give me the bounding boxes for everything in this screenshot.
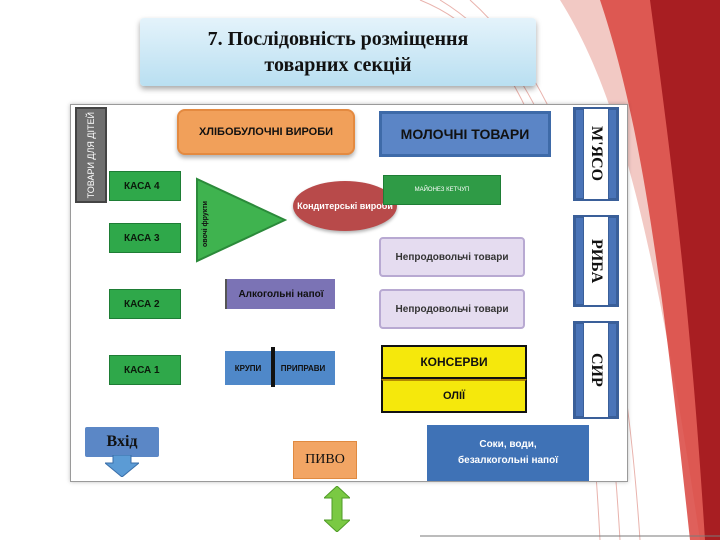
beer-section: ПИВО <box>293 441 357 479</box>
oils-section: ОЛІЇ <box>381 379 527 413</box>
title-line-2: товарних секцій <box>264 54 412 76</box>
checkout-1: КАСА 1 <box>109 355 181 385</box>
entrance-label: Вхід <box>85 427 159 457</box>
groats-label: КРУПИ <box>234 363 262 373</box>
juices-line-1: Соки, води, <box>479 439 537 450</box>
bread-section: ХЛІБОБУЛОЧНІ ВИРОБИ <box>177 109 355 155</box>
meat-label: М'ЯСО <box>583 108 609 200</box>
title-line-1: 7. Послідовність розміщення <box>207 28 469 50</box>
nonfood-section-1: Непродовольчі товари <box>379 237 525 277</box>
checkout-4: КАСА 4 <box>109 171 181 201</box>
cheese-label: СИР <box>583 322 609 418</box>
checkout-3: КАСА 3 <box>109 223 181 253</box>
juices-section: Соки, води, безалкогольні напої <box>427 425 589 481</box>
produce-triangle <box>196 177 287 263</box>
fish-section: РИБА <box>573 215 619 307</box>
meat-section: М'ЯСО <box>573 107 619 201</box>
store-floor-plan: ТОВАРИ ДЛЯ ДІТЕЙ ХЛІБОБУЛОЧНІ ВИРОБИ МОЛ… <box>70 104 628 482</box>
fish-label: РИБА <box>583 216 609 306</box>
double-arrow-icon <box>324 486 350 532</box>
kids-goods-label: ТОВАРИ ДЛЯ ДІТЕЙ <box>86 111 96 199</box>
spices-label: ПРИПРАВИ <box>280 363 326 373</box>
produce-label: овочі фрукти <box>202 201 209 247</box>
slide-title: 7. Послідовність розміщення товарних сек… <box>140 18 536 86</box>
groats-spices-section: КРУПИ ПРИПРАВИ <box>225 351 335 385</box>
entrance-arrow-icon <box>105 455 139 477</box>
dairy-section: МОЛОЧНІ ТОВАРИ <box>379 111 551 157</box>
nonfood-section-2: Непродовольчі товари <box>379 289 525 329</box>
mayo-ketchup-section: МАЙОНЕЗ КЕТЧУП <box>383 175 501 205</box>
canned-section: КОНСЕРВИ <box>381 345 527 379</box>
juices-line-2: безалкогольні напої <box>457 455 559 466</box>
alcohol-section: Алкогольні напої <box>225 279 335 309</box>
confectionery-section: Кондитерські вироби <box>293 181 397 231</box>
cheese-section: СИР <box>573 321 619 419</box>
checkout-2: КАСА 2 <box>109 289 181 319</box>
groats-divider <box>271 347 275 387</box>
kids-goods-section: ТОВАРИ ДЛЯ ДІТЕЙ <box>75 107 107 203</box>
